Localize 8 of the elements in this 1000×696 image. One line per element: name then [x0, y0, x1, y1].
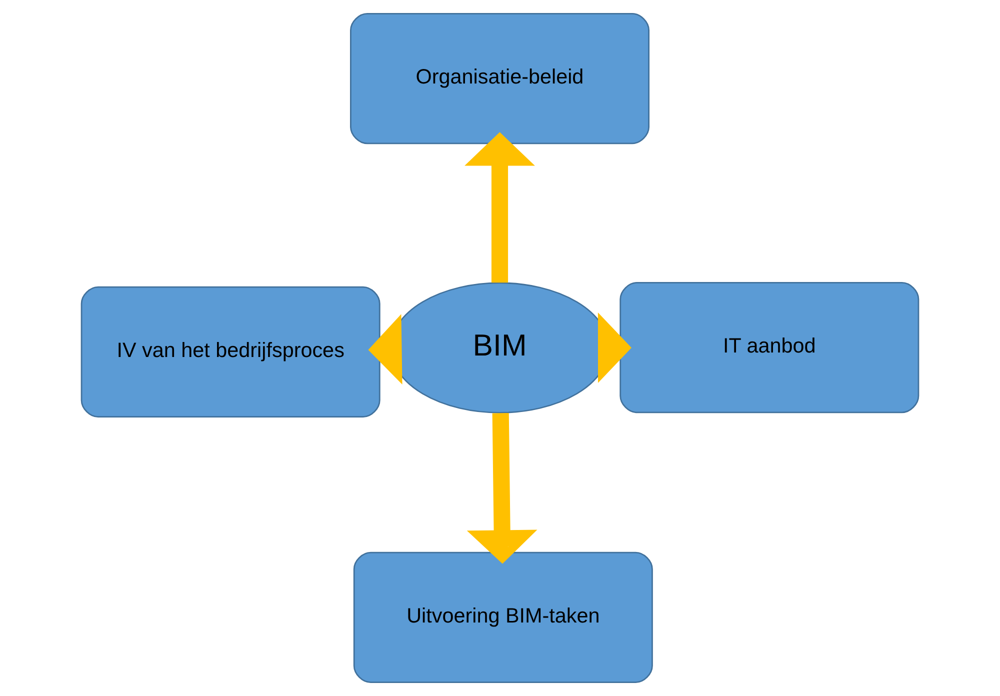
arrow — [466, 412, 538, 564]
node-box: IT aanbod — [620, 282, 920, 414]
arrow — [464, 132, 535, 283]
node-box: Uitvoering BIM-taken — [353, 552, 653, 683]
arrow — [368, 314, 402, 384]
node-box: IV van het bedrijfsproces — [80, 286, 380, 418]
arrow — [598, 312, 632, 383]
node-box: Organisatie-beleid — [350, 13, 650, 144]
